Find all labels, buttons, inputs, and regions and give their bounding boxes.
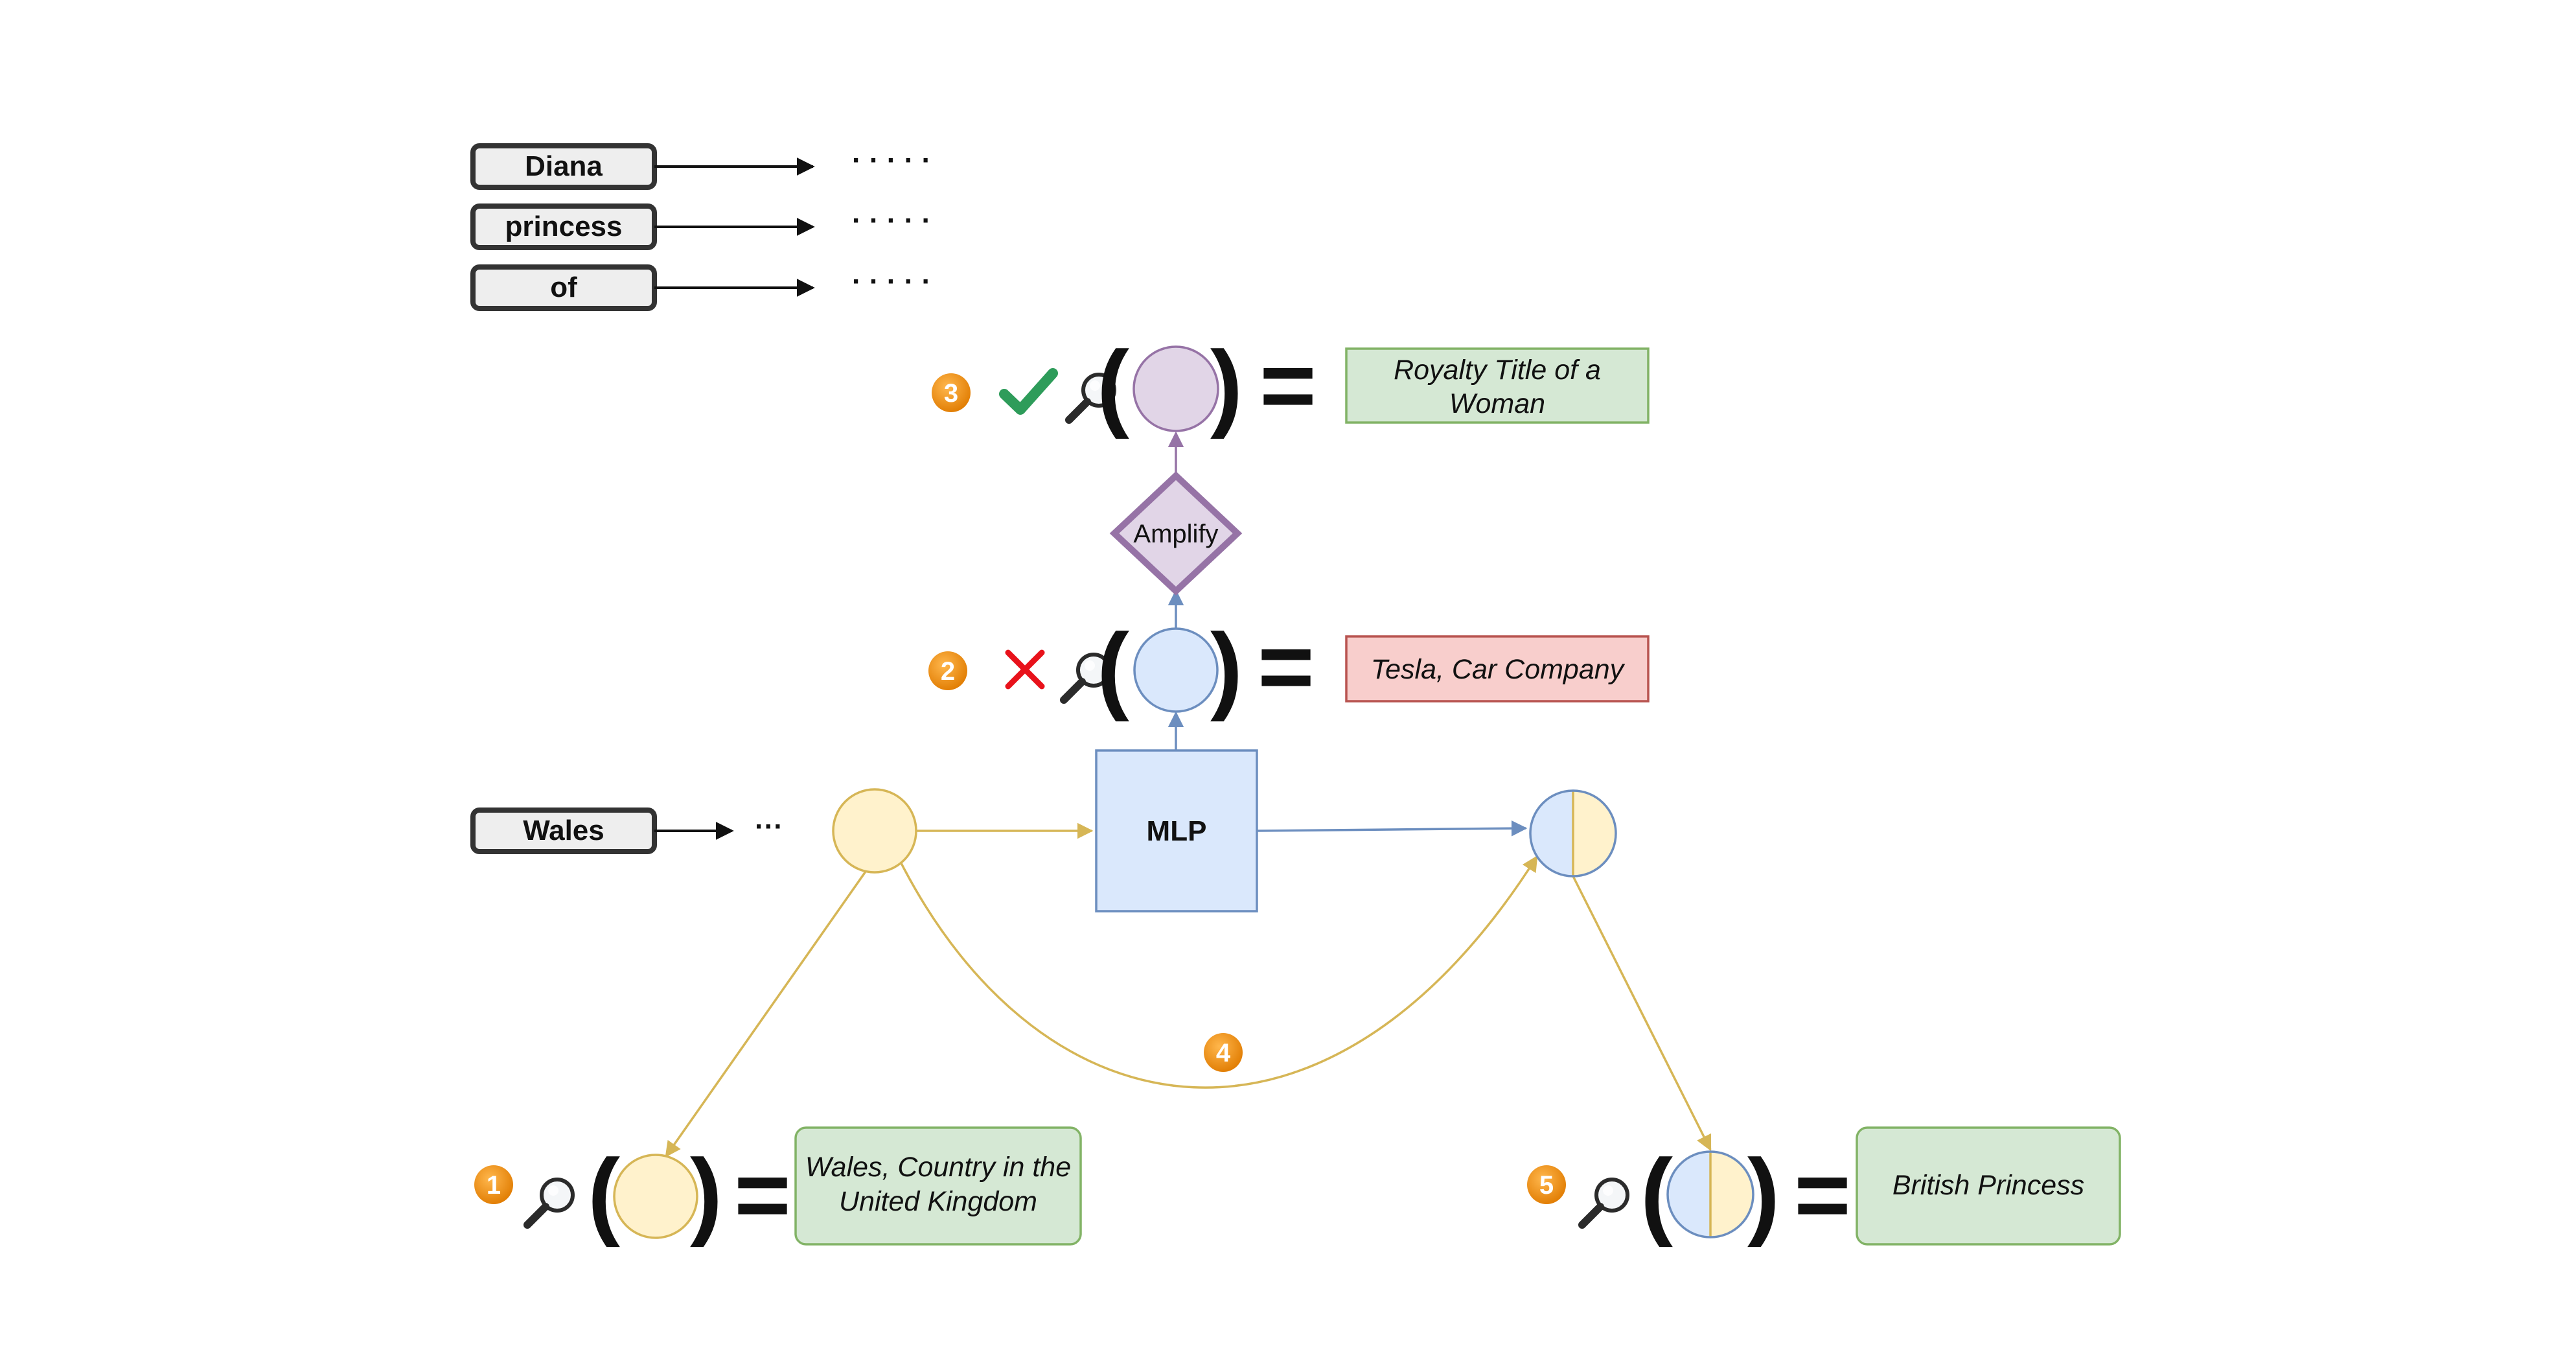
result-text-5: British Princess: [1892, 1170, 2084, 1201]
step-number-5: 5: [1539, 1171, 1554, 1200]
paren-open: (: [1097, 613, 1129, 722]
mlp-output-circle: [1133, 627, 1219, 713]
step-badge-1: [474, 1165, 513, 1204]
hidden-state-circle: [832, 788, 917, 874]
token-continuation-wales: ···: [755, 811, 783, 842]
edge-mlp-to-sum: [1256, 820, 1528, 837]
summed-state-circle: [1529, 789, 1617, 877]
probe-step-1: 1 ( ) = Wales, Country in the United Kin…: [474, 1126, 1082, 1249]
token-continuation-diana: · · · · ·: [852, 145, 931, 176]
equals-sign: =: [1794, 1140, 1851, 1249]
result-box-1: [794, 1126, 1082, 1246]
result-text-2: Tesla, Car Company: [1371, 654, 1626, 685]
step-badge-4: [1204, 1033, 1243, 1072]
step-badge-5: [1527, 1165, 1566, 1204]
result-text-1-line-1: Wales, Country in the: [805, 1152, 1071, 1183]
edge-residual-curve: [899, 855, 1538, 1089]
token-row-princess: princess · · · · ·: [470, 203, 931, 250]
paren-open: (: [1097, 331, 1129, 439]
probe-step-2: 2 ( ) = Tesla, Car Company: [928, 612, 1650, 722]
paren-close: ): [1747, 1139, 1780, 1248]
probe-step-3: 3 ( ) = Royalty Title of a Woman: [932, 331, 1650, 439]
edge-sum-to-probe-5: [1572, 876, 1712, 1152]
result-text-1-line-2: United Kingdom: [839, 1186, 1037, 1217]
step-number-4: 4: [1216, 1039, 1231, 1067]
token-label-diana: Diana: [525, 150, 603, 182]
paren-close: ): [1210, 331, 1243, 439]
step-4-marker: 4: [1204, 1033, 1243, 1072]
token-continuation-princess: · · · · ·: [852, 205, 931, 237]
token-label-of: of: [550, 272, 577, 303]
token-row-diana: Diana · · · · ·: [470, 143, 931, 190]
probe-1-circle: [613, 1154, 698, 1239]
equals-sign: =: [1258, 612, 1315, 721]
paren-close: ): [1210, 613, 1243, 722]
amplified-state-circle: [1133, 345, 1219, 432]
token-continuation-of: · · · · ·: [852, 266, 931, 297]
token-row-of: of · · · · ·: [470, 264, 931, 311]
result-text-3-line-1: Royalty Title of a: [1394, 354, 1601, 386]
token-label-princess: princess: [505, 211, 623, 242]
token-row-wales: Wales ···: [470, 808, 783, 854]
result-box-3: [1345, 347, 1650, 424]
probe-5-circle: [1666, 1150, 1754, 1238]
step-number-2: 2: [941, 657, 955, 686]
probe-step-5: 5 ( ) = British Princess: [1527, 1126, 2121, 1249]
edge-hidden-to-probe-1: [665, 868, 868, 1158]
result-box-2: [1345, 635, 1650, 703]
result-box-5: [1856, 1126, 2121, 1246]
check-icon: [999, 368, 1058, 415]
magnifier-icon: [1582, 1180, 1627, 1225]
mlp-label: MLP: [1147, 815, 1207, 847]
amplify-label: Amplify: [1133, 520, 1218, 548]
amplify-node: Amplify: [1109, 471, 1243, 596]
cross-icon: [1005, 649, 1045, 690]
equals-sign: =: [1259, 331, 1317, 439]
mlp-node: MLP: [1095, 749, 1258, 912]
step-number-3: 3: [944, 379, 958, 408]
step-badge-2: [928, 651, 967, 690]
token-label-wales: Wales: [523, 815, 604, 846]
magnifier-icon: [527, 1180, 573, 1225]
equals-sign: =: [734, 1140, 791, 1249]
result-text-3-line-2: Woman: [1449, 388, 1545, 419]
paren-close: ): [690, 1139, 722, 1248]
step-number-1: 1: [487, 1171, 501, 1200]
step-badge-3: [932, 373, 971, 412]
